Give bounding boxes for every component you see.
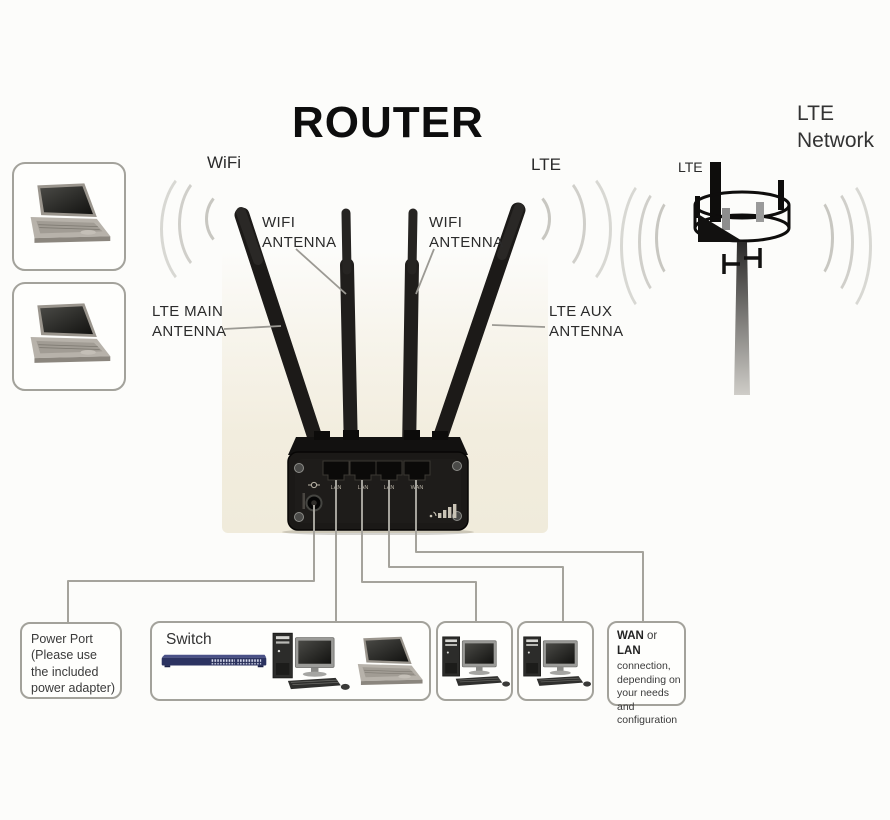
power-port-line: Power Port [31, 632, 93, 646]
lte-network-label: LTE Network [797, 100, 874, 155]
leader-wifi-left [295, 248, 347, 295]
lte-main-antenna-label: LTE MAIN ANTENNA [152, 302, 226, 341]
wan-lan-line: your needs and [617, 687, 669, 713]
wan-lan-line: depending on [617, 673, 681, 686]
wan-lan-box: WAN or LAN connection, depending on your… [607, 621, 686, 726]
port-label-wan: WAN [411, 485, 424, 491]
wifi-signal-arc [160, 165, 242, 293]
pc-box-2 [517, 621, 594, 701]
power-jack [302, 481, 323, 512]
lte-aux-antenna-label: LTE AUX ANTENNA [549, 302, 623, 341]
cable-lan3-pc2 [388, 480, 564, 622]
wan-text: WAN [617, 630, 644, 642]
label-line: WIFI [262, 214, 296, 231]
leader-lte-aux [491, 324, 546, 328]
wifi-antenna-label-right: WIFI ANTENNA [429, 213, 503, 252]
leader-wifi-right [415, 248, 435, 295]
lte-aux-antenna [428, 202, 526, 458]
tower-lte-label: LTE [678, 159, 703, 175]
desktop-pc-image [440, 629, 512, 697]
ethernet-ports: LAN LAN LAN WAN [322, 460, 431, 491]
lte-network-line2: Network [797, 129, 875, 153]
lte-signal-arc [530, 165, 612, 293]
power-port-line: (Please use [31, 648, 98, 663]
label-line: ANTENNA [152, 322, 227, 340]
label-line: WIFI [429, 214, 463, 231]
network-switch-image [160, 652, 268, 670]
desktop-pc-image [270, 627, 352, 699]
or-text: or [643, 630, 658, 642]
power-port-line: the included [31, 664, 99, 679]
switch-label: Switch [166, 631, 212, 648]
label-line: ANTENNA [262, 233, 337, 251]
label-line: LTE MAIN [152, 303, 224, 320]
wifi-signal-label: WiFi [207, 153, 241, 172]
power-port-box: Power Port (Please use the included powe… [20, 622, 122, 699]
wan-lan-line: connection, [617, 659, 671, 672]
signal-bars-icon [429, 504, 457, 518]
lte-main-antenna [234, 207, 328, 461]
leader-lte-main [223, 325, 282, 330]
label-line: LTE AUX [549, 303, 613, 320]
lte-signal-label: LTE [531, 155, 561, 174]
label-line: ANTENNA [429, 233, 504, 251]
laptop-box-1 [12, 162, 126, 271]
desktop-pc-image [521, 629, 593, 697]
router-body: LAN LAN LAN WAN [287, 430, 469, 531]
label-line: ANTENNA [549, 322, 624, 340]
lte-network-line1: LTE [797, 102, 834, 125]
wan-lan-heading: WAN or LAN [617, 629, 684, 659]
wifi-antenna-right [402, 208, 419, 459]
page-title: ROUTER [292, 98, 484, 147]
tower-signal-arc [620, 172, 694, 320]
wifi-antenna-left [340, 208, 358, 459]
laptop-image [350, 633, 428, 695]
cable-power-port [67, 505, 315, 622]
tower-signal-arc [798, 172, 872, 320]
cable-lan2-pc1 [361, 480, 477, 622]
lan-text: LAN [617, 644, 641, 657]
switch-box: Switch [150, 621, 431, 701]
power-port-line: power adapter) [31, 680, 116, 695]
cable-wan [415, 480, 644, 622]
router-illustration: LAN LAN LAN WAN [234, 202, 526, 535]
laptop-box-2 [12, 282, 126, 391]
wan-lan-line: configuration [617, 714, 678, 727]
port-label-lan2: LAN [358, 485, 369, 491]
dc-power-icon [308, 481, 320, 489]
wifi-antenna-label-left: WIFI ANTENNA [262, 213, 336, 252]
pc-box-1 [436, 621, 513, 701]
lte-tower-illustration [693, 162, 791, 395]
